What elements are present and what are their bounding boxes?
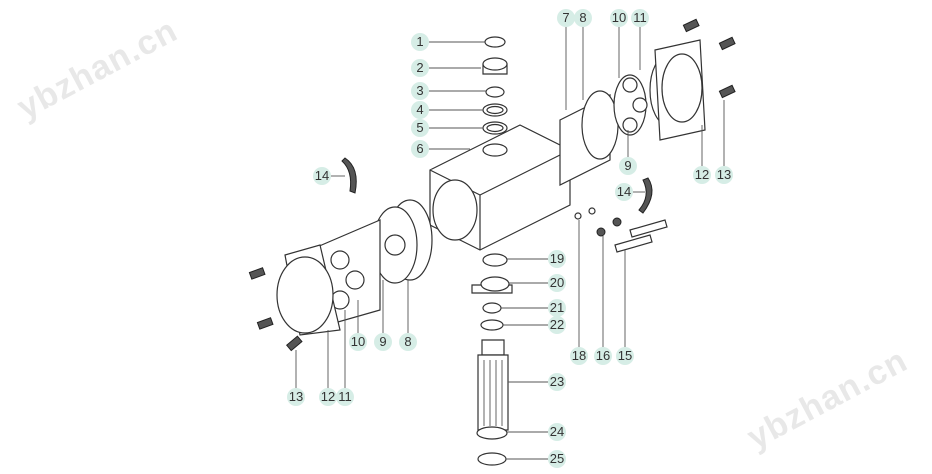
- clip-left: [341, 157, 357, 194]
- bottom-parts: [471, 253, 513, 466]
- callout-14: 14: [615, 183, 633, 201]
- callout-9: 9: [619, 157, 637, 175]
- callout-12: 12: [319, 388, 337, 406]
- callout-18: 18: [570, 347, 588, 365]
- callout-25: 25: [548, 450, 566, 468]
- callout-3: 3: [411, 82, 429, 100]
- callout-4: 4: [411, 101, 429, 119]
- callout-24: 24: [548, 423, 566, 441]
- callout-12: 12: [693, 166, 711, 184]
- callout-6: 6: [411, 140, 429, 158]
- callout-10: 10: [610, 9, 628, 27]
- callout-9: 9: [374, 333, 392, 351]
- leader-lines: [295, 9, 725, 460]
- bolts: [248, 18, 736, 352]
- callout-5: 5: [411, 119, 429, 137]
- callout-2: 2: [411, 59, 429, 77]
- callout-22: 22: [548, 316, 566, 334]
- callout-23: 23: [548, 373, 566, 391]
- callout-8: 8: [574, 9, 592, 27]
- callout-13: 13: [287, 388, 305, 406]
- callout-15: 15: [616, 347, 634, 365]
- callout-14: 14: [313, 167, 331, 185]
- callout-21: 21: [548, 299, 566, 317]
- callout-16: 16: [594, 347, 612, 365]
- callout-7: 7: [557, 9, 575, 27]
- left-piston-assembly: [276, 199, 433, 336]
- callout-8: 8: [399, 333, 417, 351]
- actuator-housing: [429, 124, 571, 251]
- callout-11: 11: [336, 388, 354, 406]
- clip-right: [638, 177, 653, 214]
- top-parts: [482, 36, 508, 135]
- right-piston-assembly: [559, 39, 706, 186]
- callout-20: 20: [548, 274, 566, 292]
- callout-10: 10: [349, 333, 367, 351]
- callout-19: 19: [548, 250, 566, 268]
- callout-11: 11: [631, 9, 649, 27]
- callout-13: 13: [715, 166, 733, 184]
- callout-1: 1: [411, 33, 429, 51]
